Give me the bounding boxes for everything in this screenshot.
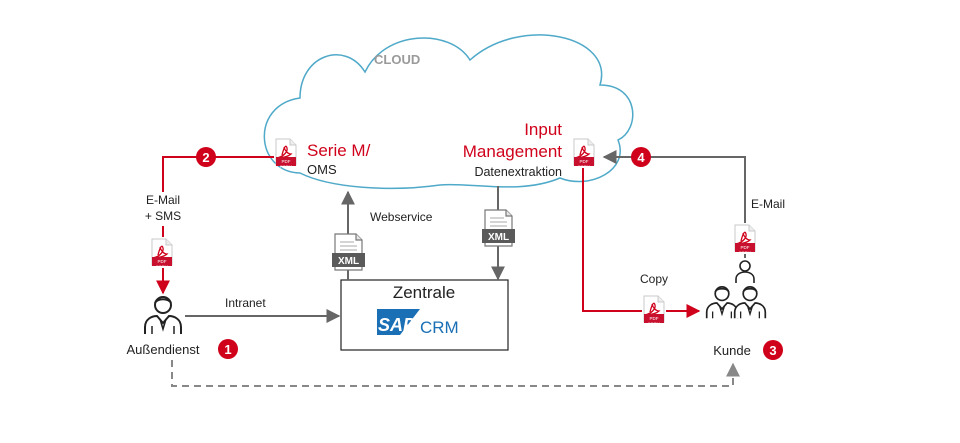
input-management-line1: Input — [524, 120, 562, 139]
svg-text:FORM: FORM — [578, 164, 590, 169]
svg-text:FORM: FORM — [739, 250, 751, 255]
svg-text:1: 1 — [224, 342, 231, 357]
svg-text:FORM: FORM — [280, 164, 292, 169]
svg-text:2: 2 — [202, 150, 209, 165]
input-management-subtitle: Datenextraktion — [474, 165, 562, 179]
email-sms-line1: E-Mail — [146, 193, 180, 207]
email-return-path — [602, 150, 746, 258]
svg-text:XML: XML — [488, 232, 509, 243]
input-pdf-icon: PDF FORM — [573, 138, 595, 169]
serie-pdf-icon: PDF FORM — [275, 138, 297, 169]
svg-text:PDF: PDF — [650, 316, 659, 321]
zentrale-title: Zentrale — [393, 283, 455, 302]
svg-text:SAP: SAP — [378, 315, 416, 335]
kunde-label: Kunde — [713, 343, 751, 358]
copy-label: Copy — [640, 272, 668, 286]
xml-icon-right: XML — [481, 209, 516, 247]
kunde-pdf-icon: PDF FORM — [733, 223, 757, 255]
step-4-badge: 4 — [631, 147, 651, 167]
serie-subtitle: OMS — [307, 162, 337, 177]
intranet-label: Intranet — [225, 296, 266, 310]
zentrale-box — [340, 279, 509, 351]
copy-path — [582, 168, 701, 318]
svg-text:3: 3 — [769, 343, 776, 358]
dashed-path — [171, 360, 740, 387]
input-management-line2: Management — [463, 142, 563, 161]
cloud-shape — [263, 34, 634, 190]
email-label: E-Mail — [751, 197, 785, 211]
aussendienst-pdf-icon: PDF FORM — [150, 237, 174, 269]
svg-text:FORM: FORM — [156, 264, 168, 269]
kunde-group-icon — [705, 286, 767, 320]
email-sms-line2: + SMS — [145, 209, 181, 223]
svg-text:PDF: PDF — [282, 159, 291, 164]
step-3-badge: 3 — [763, 340, 783, 360]
svg-text:PDF: PDF — [580, 159, 589, 164]
step-2-badge: 2 — [196, 147, 216, 167]
xml-icon-left: XML — [331, 233, 366, 271]
webservice-label: Webservice — [370, 210, 433, 224]
svg-text:PDF: PDF — [741, 245, 750, 250]
svg-text:PDF: PDF — [158, 259, 167, 264]
aussendienst-label: Außendienst — [127, 342, 200, 357]
svg-text:FORM: FORM — [648, 321, 660, 326]
copy-pdf-icon: PDF FORM — [642, 294, 666, 326]
svg-text:XML: XML — [338, 256, 359, 267]
cloud-label: CLOUD — [374, 52, 420, 67]
kunde-small-person-icon — [735, 260, 755, 283]
svg-text:4: 4 — [637, 150, 645, 165]
crm-label: CRM — [420, 318, 459, 337]
aussendienst-person-icon — [144, 296, 182, 335]
serie-title: Serie M/ — [307, 141, 371, 160]
step-1-badge: 1 — [218, 339, 238, 359]
sap-logo: SAP — [377, 309, 420, 335]
